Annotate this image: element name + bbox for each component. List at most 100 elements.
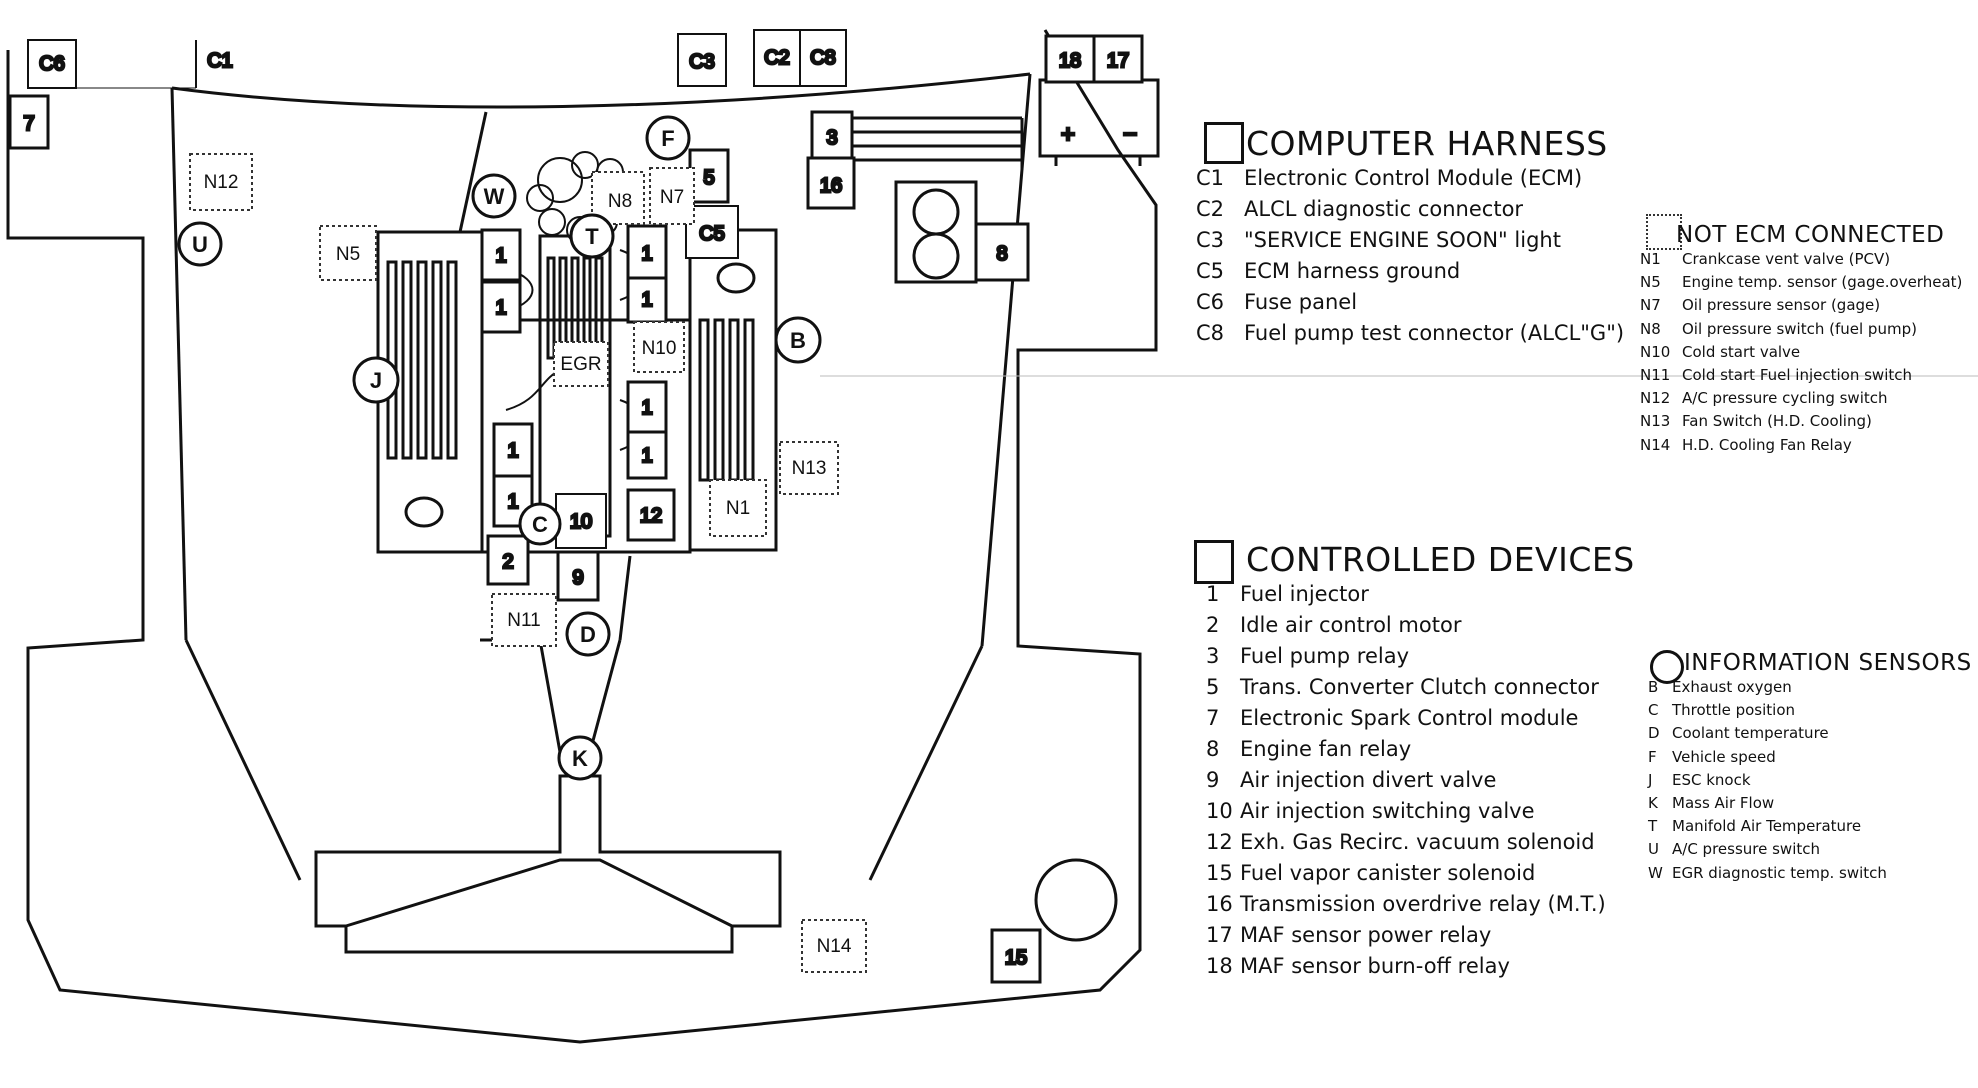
legend-item-label: MAF sensor power relay (1240, 923, 1492, 947)
legend-item-code: 5 (1206, 675, 1220, 699)
label-j: J (370, 368, 382, 393)
label-10: 10 (570, 511, 592, 533)
label-n11: N11 (507, 610, 540, 631)
fender-left-inner (170, 87, 188, 641)
legend-item-label: Throttle position (1672, 701, 1796, 720)
legend-item-code: N13 (1640, 412, 1671, 431)
label-2: 2 (502, 551, 513, 573)
label-w: W (484, 184, 505, 209)
legend-item-code: J (1648, 770, 1653, 789)
legend-item-code: 8 (1206, 737, 1220, 761)
fender-left-lower (184, 639, 302, 881)
legend-item-code: U (1648, 840, 1659, 859)
legend-item-label: Trans. Converter Clutch connector (1240, 675, 1599, 699)
legend-item-label: EGR diagnostic temp. switch (1672, 863, 1887, 882)
legend-item: U A/C pressure switch (1648, 838, 1972, 861)
right-head-port (716, 262, 756, 294)
legend-item-code: C8 (1196, 321, 1225, 345)
devices-square-icon (1194, 540, 1234, 584)
label-c2: C2 (764, 47, 790, 69)
label-15: 15 (1005, 947, 1027, 969)
legend-item: 5 Trans. Converter Clutch connector (1206, 672, 1635, 703)
label-plus: + (1061, 121, 1075, 148)
label-inj1h: 1 (507, 491, 518, 513)
legend-devices-title: CONTROLLED DEVICES (1246, 540, 1635, 579)
label-n8: N8 (608, 191, 632, 212)
label-9: 9 (572, 567, 583, 589)
legend-item-code: 12 (1206, 830, 1233, 854)
coolant-reservoir (894, 180, 978, 284)
label-inj1b: 1 (495, 297, 506, 319)
legend-item-label: Electronic Control Module (ECM) (1244, 166, 1583, 190)
legend-item-label: Engine fan relay (1240, 737, 1412, 761)
legend-item-code: B (1648, 678, 1659, 696)
legend-item-code: 1 (1206, 582, 1220, 606)
air-duct (538, 639, 622, 754)
label-3: 3 (826, 127, 837, 149)
legend-item-label: "SERVICE ENGINE SOON" light (1244, 228, 1561, 252)
legend-item: 8 Engine fan relay (1206, 734, 1635, 765)
left-head-port (404, 496, 444, 528)
legend-item-label: Idle air control motor (1240, 613, 1462, 637)
label-5: 5 (703, 167, 714, 189)
legend-item: C3"SERVICE ENGINE SOON" light (1196, 225, 1624, 256)
label-k: K (572, 746, 588, 771)
label-c6: C6 (39, 53, 65, 75)
legend-item-label: Fan Switch (H.D. Cooling) (1682, 412, 1872, 431)
legend-item-label: Fuel vapor canister solenoid (1240, 861, 1536, 885)
legend-item-label: Mass Air Flow (1672, 794, 1775, 813)
legend-item-code: N7 (1640, 296, 1661, 315)
legend-item-code: 17 (1206, 923, 1233, 947)
legend-item: C1 Electronic Control Module (ECM) (1196, 163, 1624, 194)
legend-item-code: C (1648, 701, 1659, 720)
label-c: C (532, 512, 548, 537)
legend-not-ecm-title: NOT ECM CONNECTED (1676, 222, 1945, 248)
label-inj1d: 1 (641, 289, 652, 311)
legend-item-code: 18 (1206, 954, 1233, 978)
label-d: D (580, 622, 596, 647)
label-c8: C8 (810, 47, 836, 69)
legend-item-code: C1 (1196, 166, 1225, 190)
legend-item-code: N8 (1640, 319, 1661, 338)
label-n13: N13 (792, 458, 827, 479)
legend-item: 17 MAF sensor power relay (1206, 920, 1635, 951)
legend-item-label: Exhaust oxygen (1672, 678, 1792, 696)
right-head-fins (698, 318, 755, 482)
label-12: 12 (640, 505, 662, 527)
legend-item-code: 3 (1206, 644, 1220, 668)
air-cleaner (314, 774, 782, 954)
legend-item-label: MAF sensor burn-off relay (1240, 954, 1510, 978)
legend-item-code: 9 (1206, 768, 1220, 792)
hood-line (171, 72, 1031, 109)
legend-item-code: N14 (1640, 435, 1671, 454)
legend-item-code: 16 (1206, 892, 1233, 916)
harness-square-icon (1204, 122, 1244, 164)
legend-item-label: ECM harness ground (1244, 259, 1461, 283)
label-18: 18 (1059, 50, 1081, 72)
label-minus: − (1123, 121, 1137, 148)
label-t: T (585, 224, 599, 249)
legend-item-code: W (1648, 863, 1663, 882)
legend-item-label: A/C pressure switch (1672, 840, 1821, 859)
